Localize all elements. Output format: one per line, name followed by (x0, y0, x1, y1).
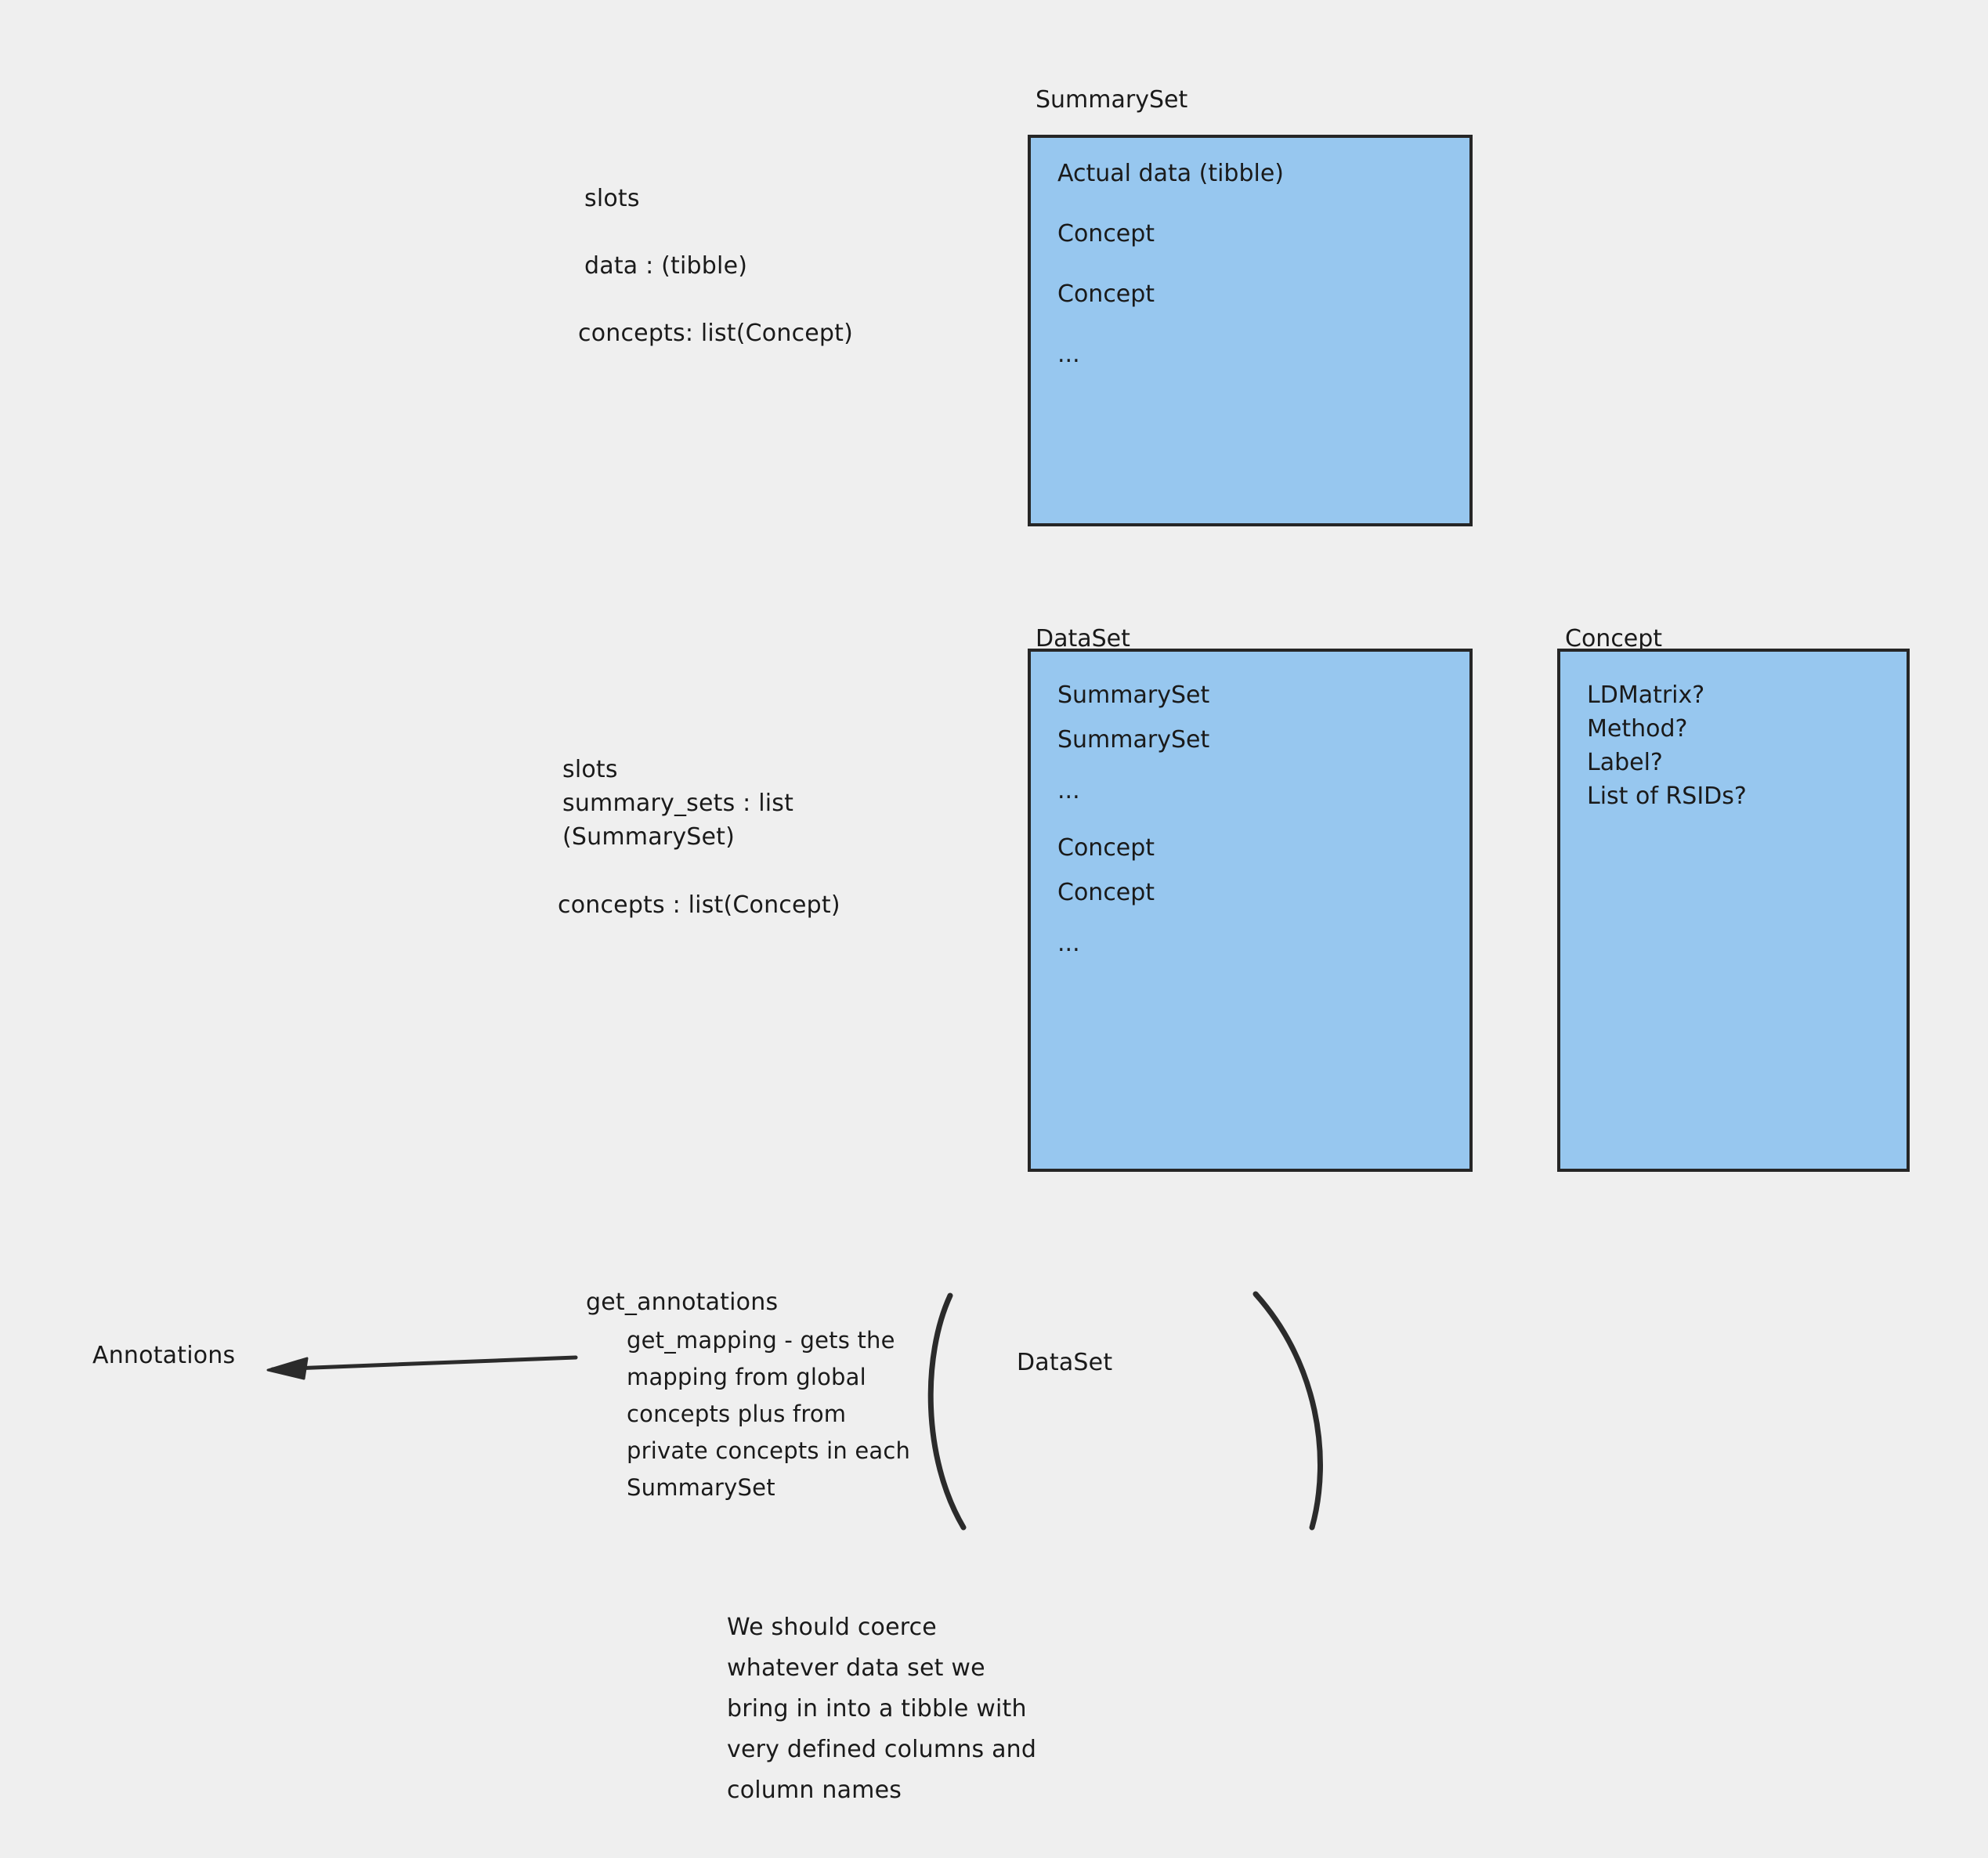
summaryset-class-box: Actual data (tibble) Concept Concept ... (1028, 135, 1473, 526)
summaryset-row-ellipsis: ... (1057, 341, 1080, 368)
summaryset-slot-data: data : (tibble) (584, 252, 748, 280)
annotations-output-label: Annotations (92, 1342, 236, 1369)
dataset-slots-label: slots (562, 756, 618, 783)
summaryset-box-title: SummarySet (1036, 86, 1188, 114)
dataset-slot-summary-sets: summary_sets : list (562, 790, 794, 817)
dataset-row-concept-1: Concept (1057, 834, 1155, 862)
dataset-row-ellipsis-1: ... (1057, 777, 1080, 804)
concept-box-title: Concept (1565, 625, 1663, 652)
bracket-dataset-label: DataSet (1017, 1349, 1113, 1376)
summaryset-slot-concepts: concepts: list(Concept) (578, 320, 854, 347)
summaryset-slots-label: slots (584, 185, 640, 212)
dataset-class-box: SummarySet SummarySet ... Concept Concep… (1028, 649, 1473, 1172)
dataset-slot-concepts: concepts : list(Concept) (558, 891, 840, 919)
get-annotations-label: get_annotations (586, 1289, 779, 1316)
dataset-row-ellipsis-2: ... (1057, 930, 1080, 957)
concept-row-method: Method? (1587, 715, 1688, 743)
get-mapping-description: get_mapping - gets the mapping from glob… (627, 1327, 911, 1501)
annotations-arrow (266, 1355, 578, 1380)
right-paren-stroke (1252, 1291, 1323, 1531)
summaryset-row-concept-1: Concept (1057, 220, 1155, 248)
dataset-row-concept-2: Concept (1057, 879, 1155, 906)
concept-class-box: LDMatrix? Method? Label? List of RSIDs? (1557, 649, 1910, 1172)
concept-row-rsids: List of RSIDs? (1587, 783, 1747, 810)
dataset-row-summaryset-2: SummarySet (1057, 726, 1210, 754)
tibble-coercion-note: We should coerce whatever data set we br… (727, 1614, 1037, 1804)
concept-row-label: Label? (1587, 749, 1663, 776)
dataset-slot-summary-sets-type: (SummarySet) (562, 823, 736, 851)
dataset-row-summaryset-1: SummarySet (1057, 681, 1210, 709)
summaryset-row-data: Actual data (tibble) (1057, 160, 1285, 187)
summaryset-row-concept-2: Concept (1057, 280, 1155, 308)
dataset-box-title: DataSet (1036, 625, 1130, 652)
concept-row-ldmatrix: LDMatrix? (1587, 681, 1705, 709)
